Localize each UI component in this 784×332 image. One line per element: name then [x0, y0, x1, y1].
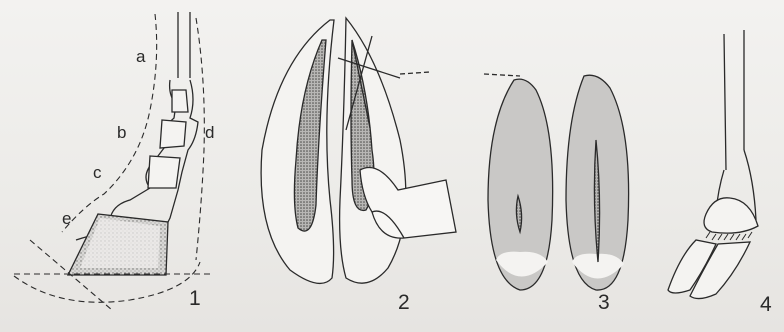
suture-dashed-lead [400, 72, 430, 74]
callout-a: a [136, 48, 145, 65]
panel-2-drawing [261, 18, 456, 283]
callout-b: b [117, 124, 126, 141]
guide-line-d [196, 18, 204, 260]
callout-e: e [62, 210, 71, 227]
bandage-wrap [704, 198, 758, 233]
sole-dashed-lead [484, 74, 520, 76]
leg-shaft [724, 30, 744, 170]
panel-number-2: 2 [398, 292, 410, 313]
callout-c: c [93, 164, 102, 181]
panel-1-drawing [14, 12, 212, 310]
panel-number-1: 1 [189, 288, 201, 309]
panel-4-drawing [668, 30, 758, 299]
callout-d: d [205, 124, 214, 141]
panel-3-drawing [484, 74, 629, 290]
cannon-bone-outline [178, 12, 190, 78]
panel-number-3: 3 [598, 292, 610, 313]
panel-number-4: 4 [760, 294, 772, 315]
